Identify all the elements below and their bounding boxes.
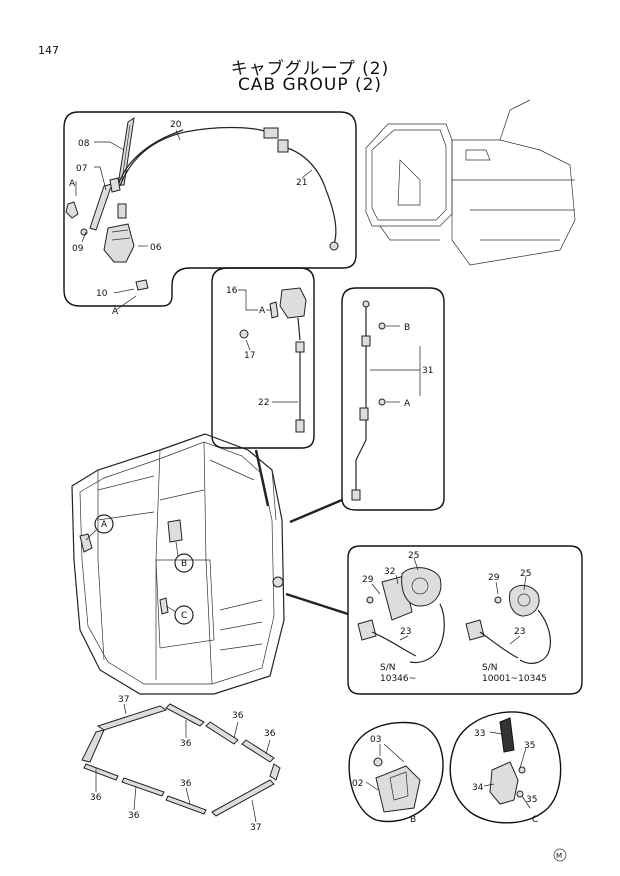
callout-22: 22: [258, 398, 269, 408]
callout-37-top: 37: [118, 695, 129, 705]
callout-36-b: 36: [232, 711, 244, 721]
ref-a-wiper: A: [69, 179, 76, 189]
callout-17: 17: [244, 351, 255, 361]
callout-20: 20: [170, 120, 182, 130]
lamp-panel: [211, 267, 315, 449]
callout-06: 06: [150, 243, 162, 253]
detail-b-bracket: [375, 765, 421, 813]
ref-circle-a: [94, 514, 114, 534]
antenna-panel: [341, 287, 445, 511]
connector-left: [357, 619, 377, 641]
ref-c-detail: C: [532, 815, 538, 825]
wiper-connector: [117, 203, 127, 219]
harness-connector: [263, 127, 279, 139]
ref-circle-b-label: B: [181, 559, 187, 569]
washer: [80, 228, 88, 236]
speaker-2: [509, 585, 540, 617]
footer-mark: M: [556, 852, 562, 860]
serial-right-range: 10001~10345: [482, 674, 547, 684]
callout-23-right: 23: [514, 627, 525, 637]
callout-34: 34: [472, 783, 484, 793]
callout-09: 09: [72, 244, 84, 254]
serial-left-range: 10346~: [380, 674, 416, 684]
wire-harness: [119, 126, 337, 245]
clip-b: [378, 322, 386, 330]
callout-02: 02: [352, 779, 363, 789]
m-mark-circle: [553, 848, 567, 862]
detail-c-bracket: [489, 761, 519, 805]
mount-b-part: [167, 519, 183, 543]
page-title-en: CAB GROUP (2): [237, 75, 383, 95]
page-title-jp: キャブグループ (2): [230, 59, 390, 79]
page-number: 147: [38, 44, 59, 57]
wiper-blade: [89, 183, 113, 231]
callout-23-left: 23: [400, 627, 411, 637]
speaker: [401, 567, 442, 607]
ref-b-detail: B: [410, 815, 416, 825]
ref-circle-a-label: A: [101, 520, 108, 530]
seal-37-top: [96, 705, 168, 731]
serial-right-sn: S/N: [482, 663, 497, 673]
callout-10: 10: [96, 289, 108, 299]
callout-33: 33: [474, 729, 485, 739]
callout-25-left: 25: [408, 551, 419, 561]
detail-b: [348, 721, 444, 823]
wiper-panel: [63, 111, 357, 311]
ref-a-lamp: A: [259, 306, 266, 316]
screw: [239, 329, 249, 339]
callout-25-right: 25: [520, 569, 531, 579]
serial-left-sn: S/N: [380, 663, 395, 673]
detail-c-handle: [499, 717, 515, 753]
callout-32: 32: [384, 567, 395, 577]
callout-36-f: 36: [180, 779, 192, 789]
ref-circle-b: [174, 553, 194, 573]
room-lamp: [279, 287, 307, 319]
harness-end: [329, 241, 339, 251]
mount-c-part: [159, 597, 169, 615]
speaker-panel: [347, 545, 583, 695]
harness-connector-2: [277, 139, 289, 153]
callout-36-c: 36: [264, 729, 276, 739]
callout-37-bottom: 37: [250, 823, 261, 833]
clip-a: [378, 398, 386, 406]
connector-right: [465, 619, 485, 641]
callout-08: 08: [78, 139, 90, 149]
detail-b-screw: [373, 757, 383, 767]
callout-21: 21: [296, 178, 307, 188]
ref-a-mount: A: [404, 399, 411, 409]
callout-36-a: 36: [180, 739, 192, 749]
detail-c: [449, 711, 562, 824]
callout-36-d: 36: [90, 793, 102, 803]
ref-b-mount: B: [404, 323, 410, 333]
callout-36-e: 36: [128, 811, 140, 821]
ref-circle-c: [174, 605, 194, 625]
callout-35-bottom: 35: [526, 795, 537, 805]
callout-03: 03: [370, 735, 381, 745]
lamp-harness-end: [295, 419, 305, 433]
lamp-bulb: [269, 301, 279, 319]
callout-31: 31: [422, 366, 433, 376]
callout-35-top: 35: [524, 741, 535, 751]
ref-a-bottom: A: [112, 307, 119, 317]
mount-a-part: [79, 533, 93, 553]
callout-29-left: 29: [362, 575, 374, 585]
callout-29-right: 29: [488, 573, 500, 583]
floor-seals: [81, 703, 281, 823]
callout-07: 07: [76, 164, 87, 174]
machine-illustration: [365, 99, 576, 266]
wiper-motor: [103, 223, 135, 263]
bolt: [135, 279, 149, 291]
callout-16: 16: [226, 286, 238, 296]
cab-frame: [71, 433, 349, 695]
wiper-bracket: [65, 201, 79, 219]
ref-circle-c-label: C: [181, 611, 187, 621]
